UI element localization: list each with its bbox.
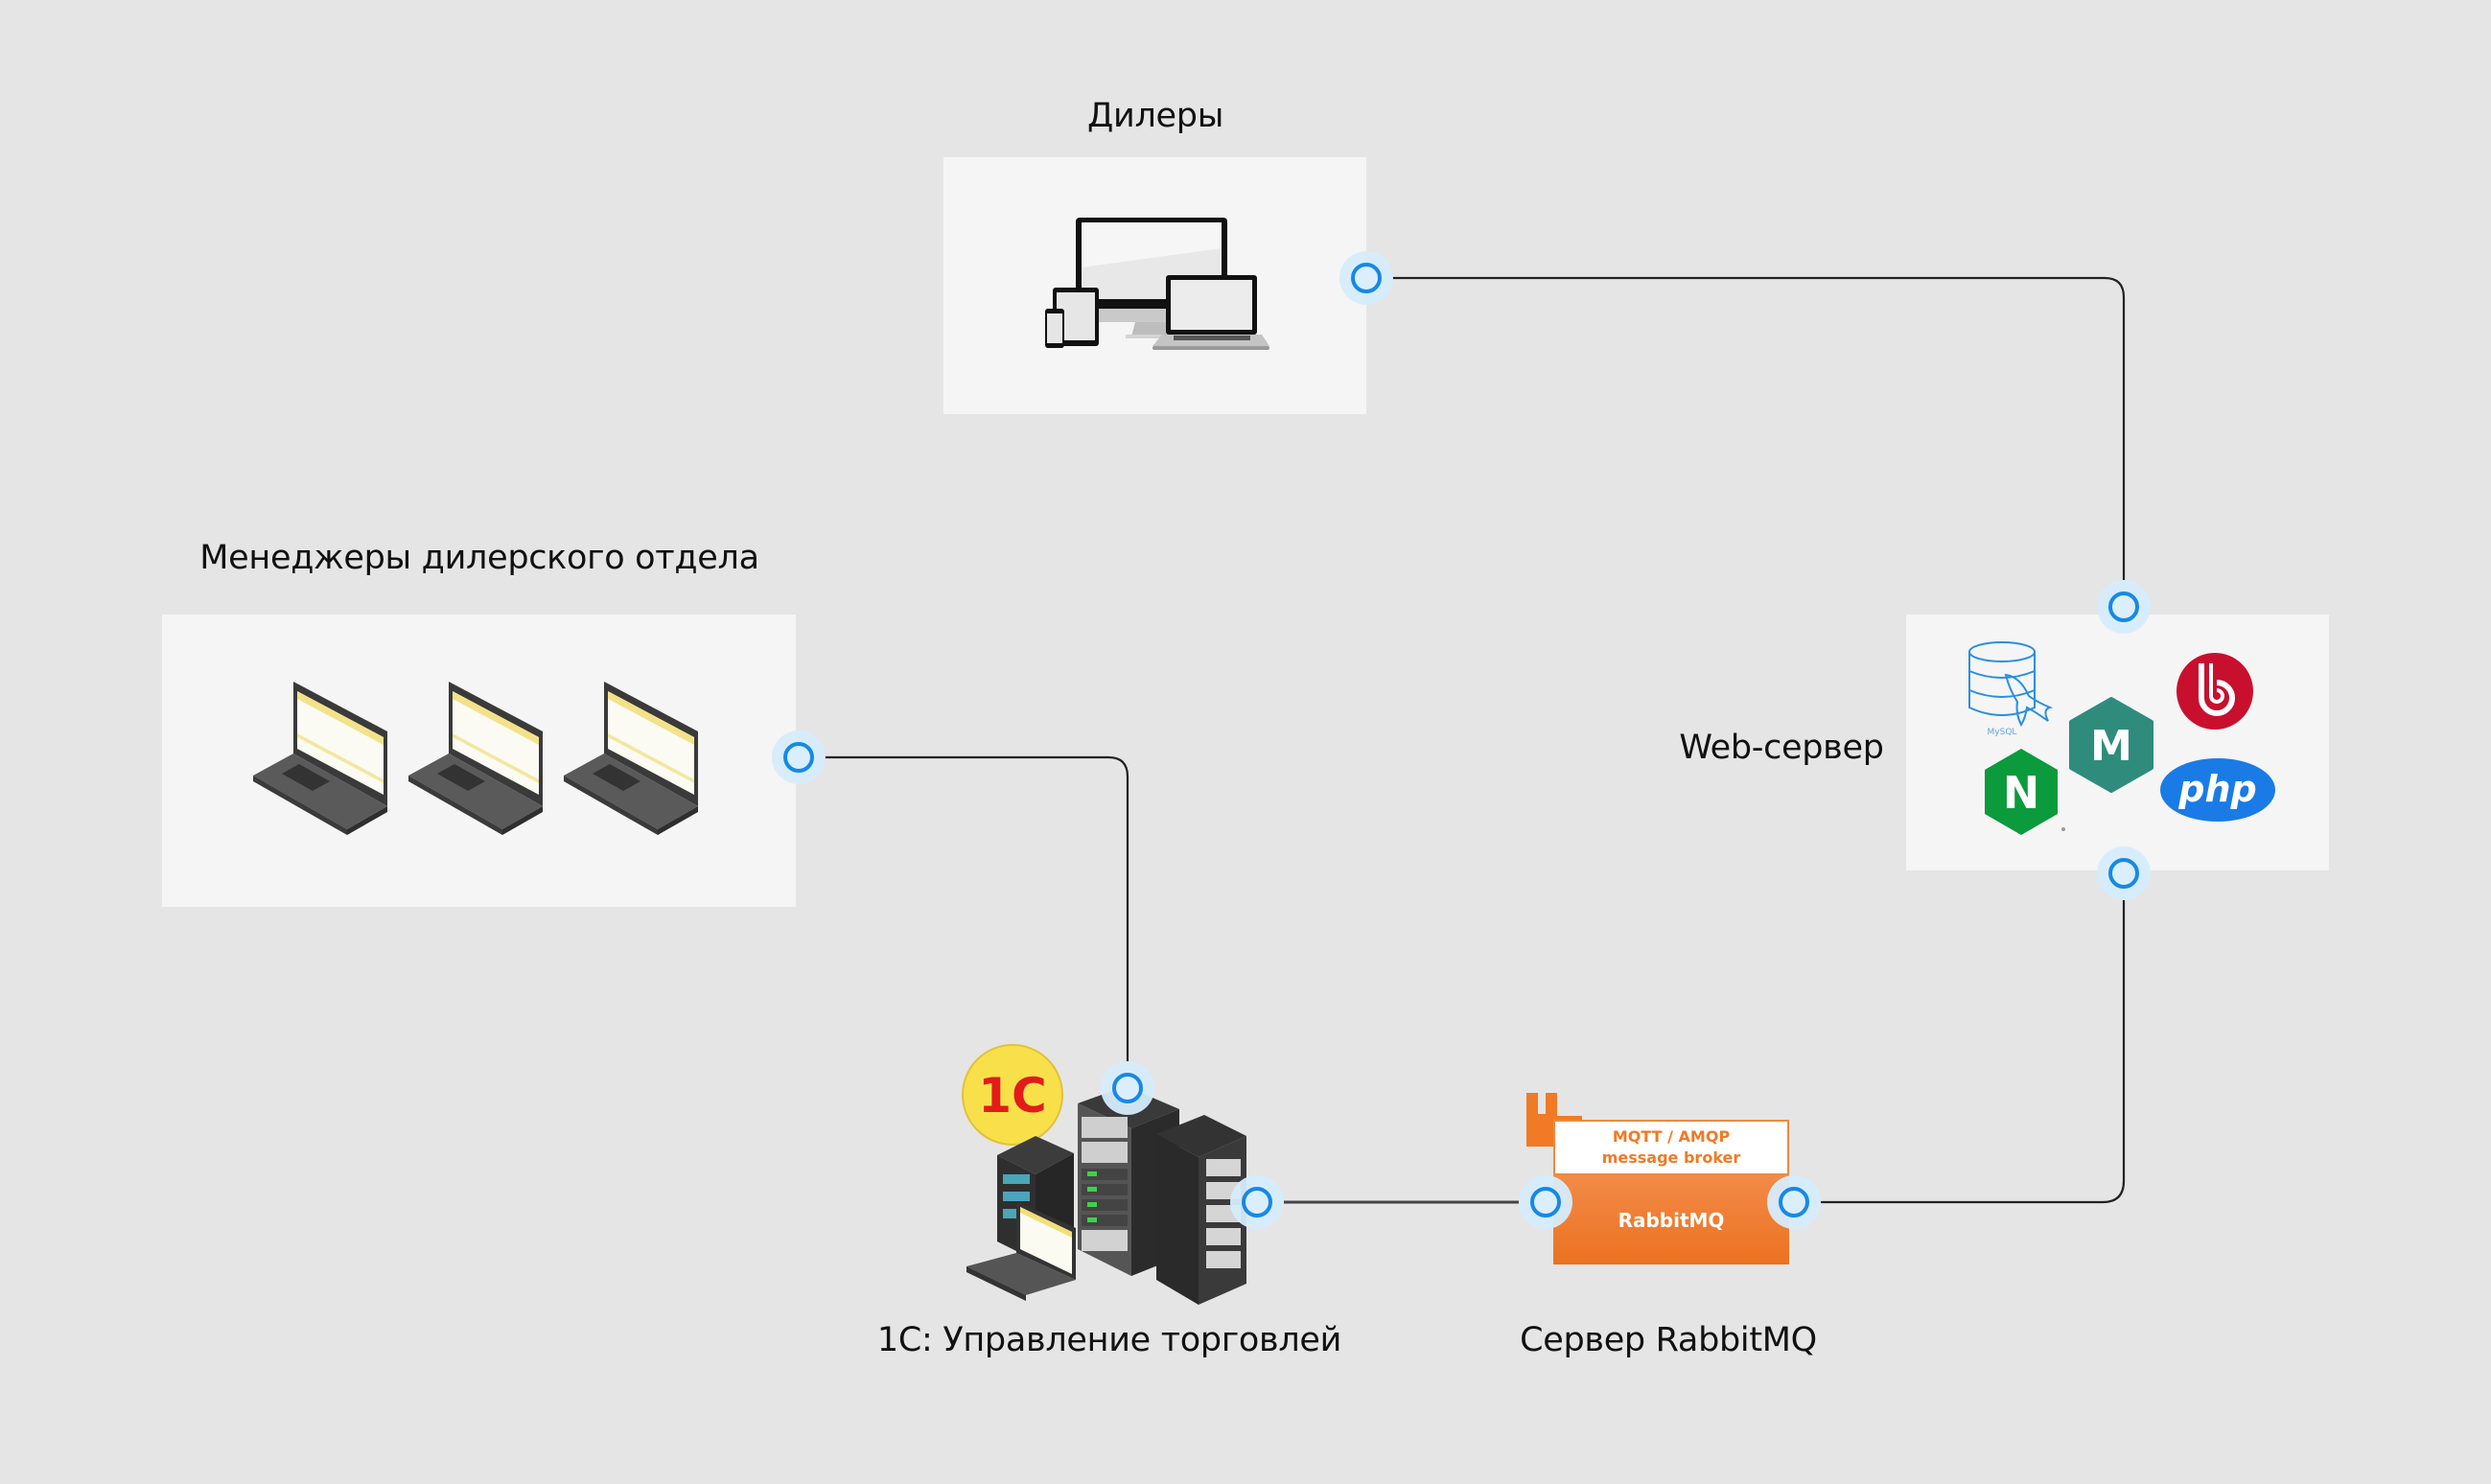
wire-managers-1c: [825, 755, 1129, 1062]
rabbitmq-node[interactable]: RabbitMQ: [1553, 1175, 1789, 1264]
port-rabbitmq-right[interactable]: [1767, 1175, 1821, 1229]
port-dealers-right[interactable]: [1339, 251, 1393, 305]
rabbitmq-label: Сервер RabbitMQ: [1520, 1321, 1817, 1359]
laptop-icon: [564, 682, 698, 835]
bitrix-icon: [2177, 653, 2253, 730]
rabbitmq-subtitle: message broker: [1601, 1148, 1741, 1167]
svg-text:php: php: [2177, 768, 2256, 810]
responsive-devices-icon: [1045, 218, 1269, 350]
port-web-bottom[interactable]: [2097, 846, 2151, 900]
php-icon: php: [2160, 758, 2275, 822]
nginx-icon: N: [1985, 749, 2065, 835]
rabbitmq-body-label: RabbitMQ: [1618, 1208, 1725, 1232]
web-server-node[interactable]: MySQL M N php: [1906, 614, 2329, 870]
web-server-label: Web-сервер: [1679, 729, 1884, 767]
laptop-icon: [253, 682, 387, 835]
one-c-label: 1С: Управление торговлей: [876, 1321, 1342, 1359]
dealers-node[interactable]: [943, 157, 1366, 414]
laptop-icon: [408, 682, 543, 835]
managers-node[interactable]: [162, 614, 796, 907]
mysql-caption: MySQL: [1988, 728, 2017, 737]
port-one-c-right[interactable]: [1230, 1175, 1284, 1229]
server-rack-icon: 1С: [962, 1044, 1246, 1305]
svg-text:N: N: [2003, 767, 2040, 819]
m-logo-icon: M: [2069, 697, 2153, 793]
rabbitmq-header: MQTT / AMQP message broker: [1553, 1120, 1789, 1175]
managers-label: Менеджеры дилерского отдела: [199, 539, 759, 577]
one-c-logo: 1С: [978, 1068, 1046, 1124]
dealers-label: Дилеры: [1086, 97, 1224, 135]
laptops-group: [253, 682, 698, 835]
one-c-node[interactable]: 1С: [959, 1040, 1256, 1309]
rabbitmq-protocols: MQTT / AMQP: [1612, 1127, 1731, 1146]
wire-rabbitmq-web: [1821, 900, 2126, 1204]
port-rabbitmq-left[interactable]: [1519, 1175, 1572, 1229]
port-managers-right[interactable]: [772, 730, 826, 784]
svg-text:M: M: [2090, 722, 2132, 771]
mysql-icon: MySQL: [1968, 641, 2054, 737]
wire-dealers-web: [1392, 276, 2126, 580]
port-one-c-top[interactable]: [1101, 1061, 1154, 1115]
port-web-top[interactable]: [2097, 580, 2151, 634]
